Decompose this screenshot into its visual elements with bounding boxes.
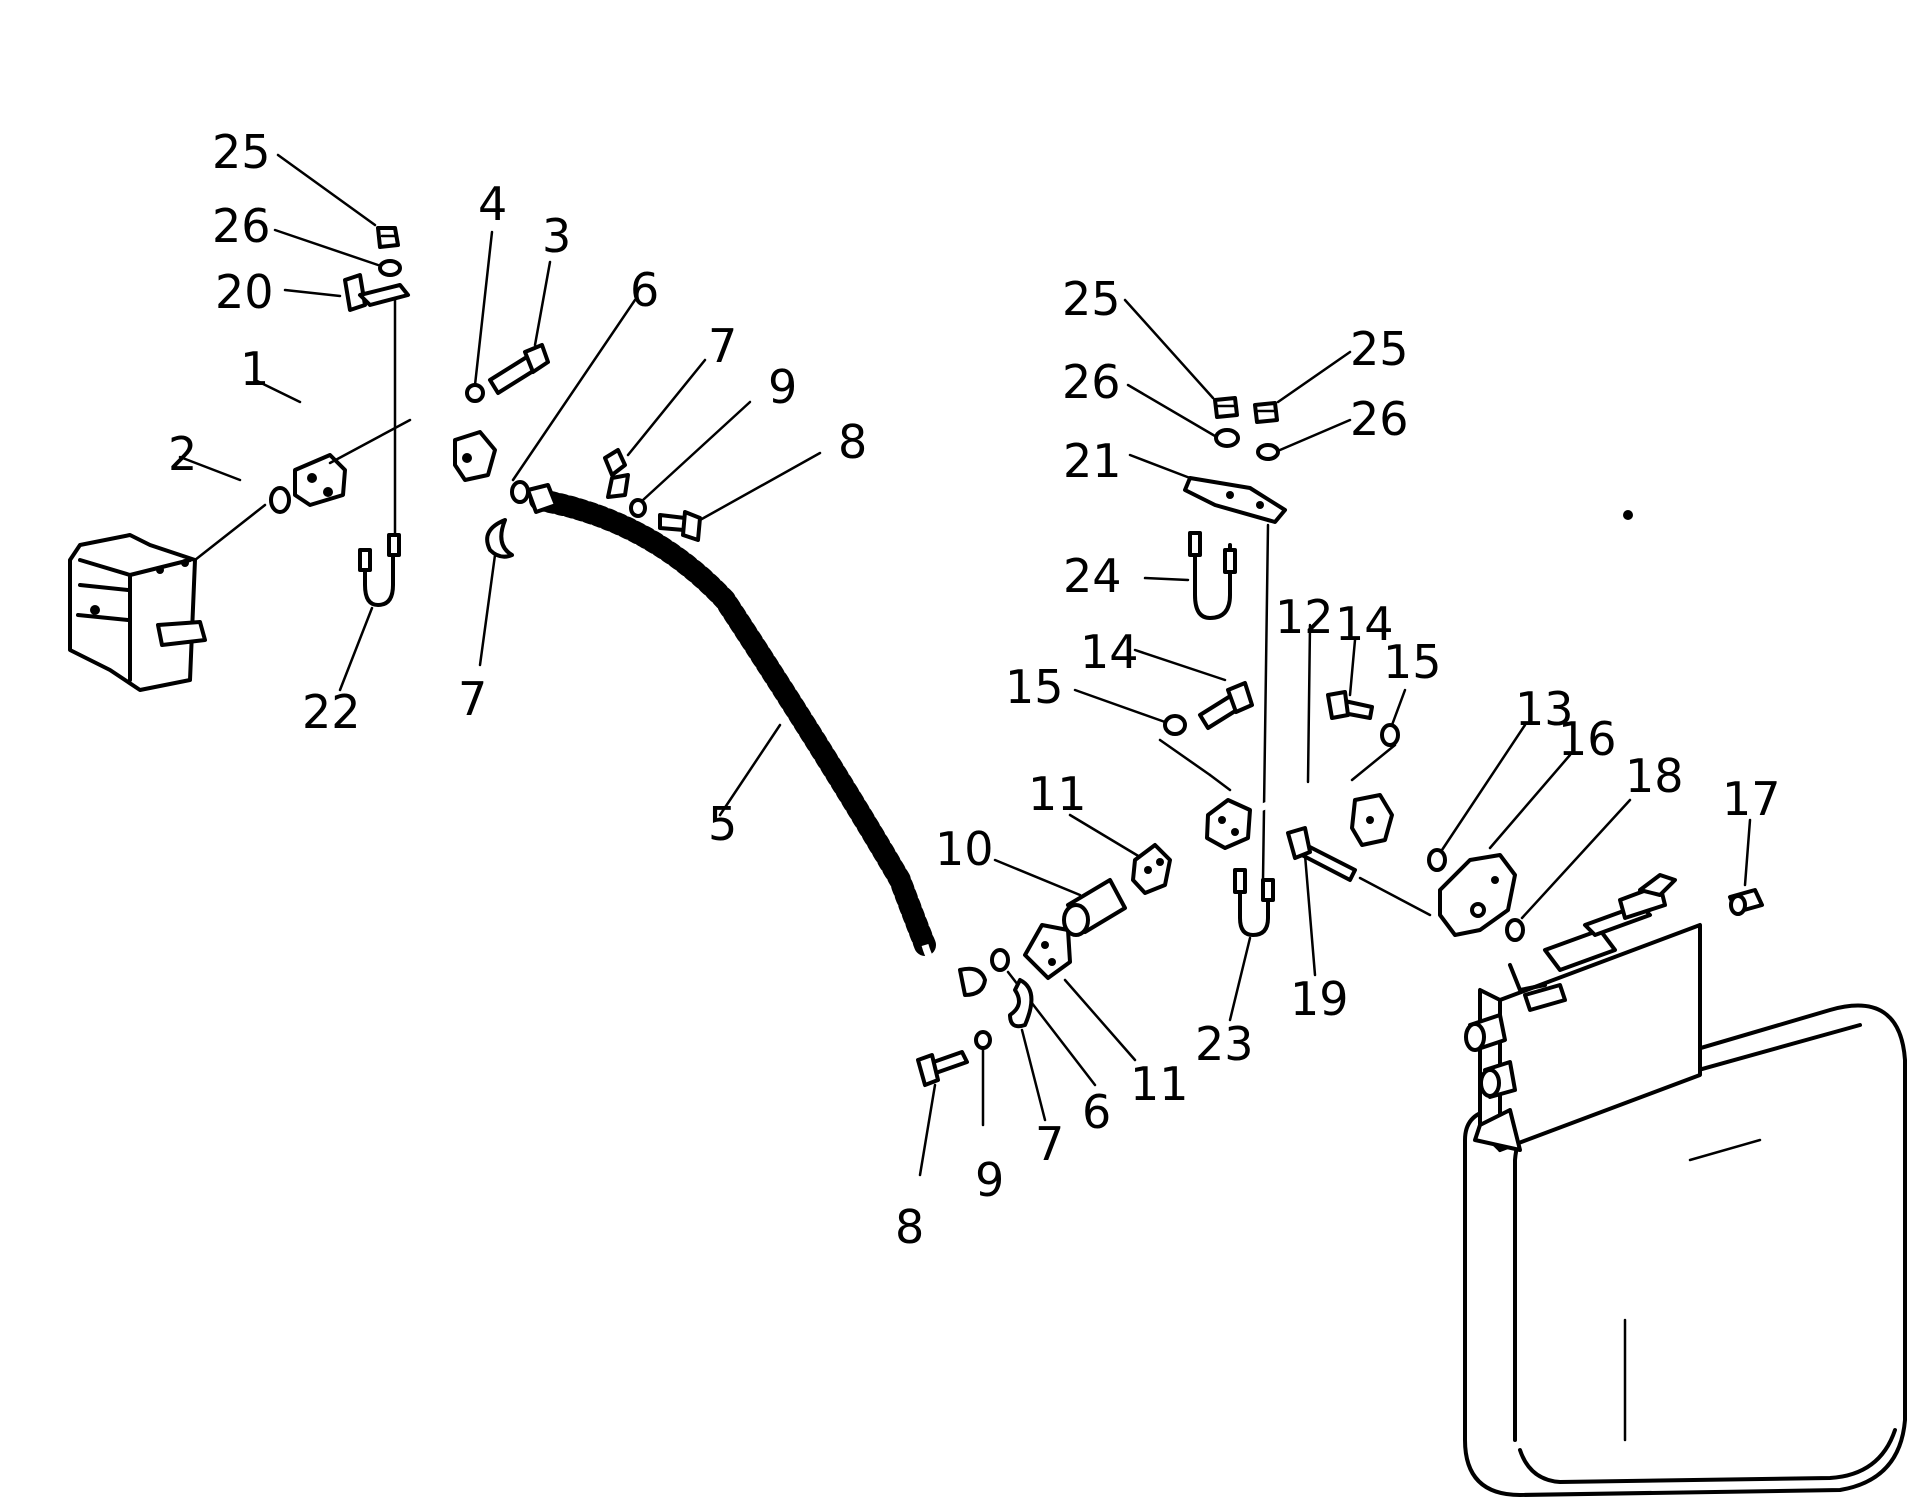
label-15-b: 15 — [1383, 635, 1442, 689]
o-ring-6-b — [990, 948, 1010, 972]
label-15-a: 15 — [1005, 660, 1064, 714]
label-7-a: 7 — [708, 319, 737, 373]
nut-25-c — [1253, 401, 1279, 424]
washer-26-a — [378, 259, 402, 277]
label-6-b: 6 — [1082, 1085, 1111, 1139]
label-26-c: 26 — [1350, 392, 1409, 446]
label-26-b: 26 — [1062, 355, 1121, 409]
label-9-b: 9 — [975, 1153, 1004, 1207]
label-12: 12 — [1275, 590, 1334, 644]
bolt-14-a — [1198, 681, 1254, 730]
nut-25-a — [376, 226, 400, 249]
label-19: 19 — [1290, 972, 1349, 1026]
label-25-b: 25 — [1062, 272, 1121, 326]
strap-21 — [1183, 476, 1287, 524]
bolt-14-b — [1326, 690, 1374, 720]
label-23: 23 — [1195, 1017, 1254, 1071]
label-20: 20 — [215, 265, 274, 319]
bolt-8-a — [658, 510, 702, 542]
washer-4 — [465, 383, 485, 403]
o-ring-18 — [1505, 918, 1525, 942]
label-1: 1 — [240, 342, 269, 396]
washer-9-b — [974, 1030, 992, 1050]
label-14-a: 14 — [1080, 625, 1139, 679]
bolt-3 — [488, 343, 550, 395]
u-bolt-24 — [1188, 531, 1237, 620]
pump — [68, 503, 267, 692]
u-bolt-22 — [358, 533, 401, 607]
o-ring-2 — [269, 486, 291, 514]
label-25-c: 25 — [1350, 322, 1409, 376]
o-ring-6-a — [510, 480, 530, 504]
label-9-a: 9 — [768, 360, 797, 414]
o-ring-13 — [1427, 848, 1447, 872]
bolt-19 — [1286, 826, 1357, 882]
label-8-b: 8 — [895, 1200, 924, 1254]
clamp-7-c — [1008, 978, 1034, 1029]
label-7-c: 7 — [1035, 1117, 1064, 1171]
flange-11-b — [1023, 923, 1072, 980]
label-18: 18 — [1625, 749, 1684, 803]
label-26-a: 26 — [212, 199, 271, 253]
label-22: 22 — [302, 685, 361, 739]
clamp-7-a — [603, 448, 630, 499]
label-14-b: 14 — [1335, 597, 1394, 651]
plug-17 — [1728, 888, 1764, 916]
washer-26-b — [1214, 428, 1240, 448]
clamp-7-b — [485, 518, 514, 559]
flange-11-a — [1131, 843, 1172, 895]
nut-25-b — [1213, 396, 1239, 419]
label-4: 4 — [478, 177, 507, 231]
label-10: 10 — [935, 822, 994, 876]
bolt-8-b — [916, 1050, 969, 1087]
label-11-b: 11 — [1130, 1057, 1189, 1111]
u-bolt-23 — [1233, 868, 1275, 937]
tube-1 — [293, 376, 497, 507]
label-3: 3 — [542, 209, 571, 263]
washer-15-a — [1163, 714, 1187, 736]
label-21: 21 — [1063, 434, 1122, 488]
adapter-10 — [1062, 878, 1127, 937]
label-5: 5 — [708, 797, 737, 851]
label-11-a: 11 — [1028, 767, 1087, 821]
bracket-20 — [343, 273, 410, 312]
label-7-b: 7 — [458, 672, 487, 726]
label-8-a: 8 — [838, 415, 867, 469]
label-24: 24 — [1063, 549, 1122, 603]
washer-26-c — [1256, 443, 1280, 461]
washer-9-a — [629, 498, 647, 518]
tube-12 — [1158, 738, 1397, 850]
label-2: 2 — [168, 427, 197, 481]
hose-5 — [526, 483, 987, 997]
hydraulic-tank — [1463, 873, 1907, 1497]
label-16: 16 — [1558, 712, 1617, 766]
flange-16 — [1438, 853, 1517, 937]
washer-15-b — [1380, 723, 1400, 747]
label-13: 13 — [1515, 682, 1574, 736]
label-6-a: 6 — [630, 263, 659, 317]
label-17: 17 — [1722, 772, 1781, 826]
label-25-a: 25 — [212, 125, 271, 179]
